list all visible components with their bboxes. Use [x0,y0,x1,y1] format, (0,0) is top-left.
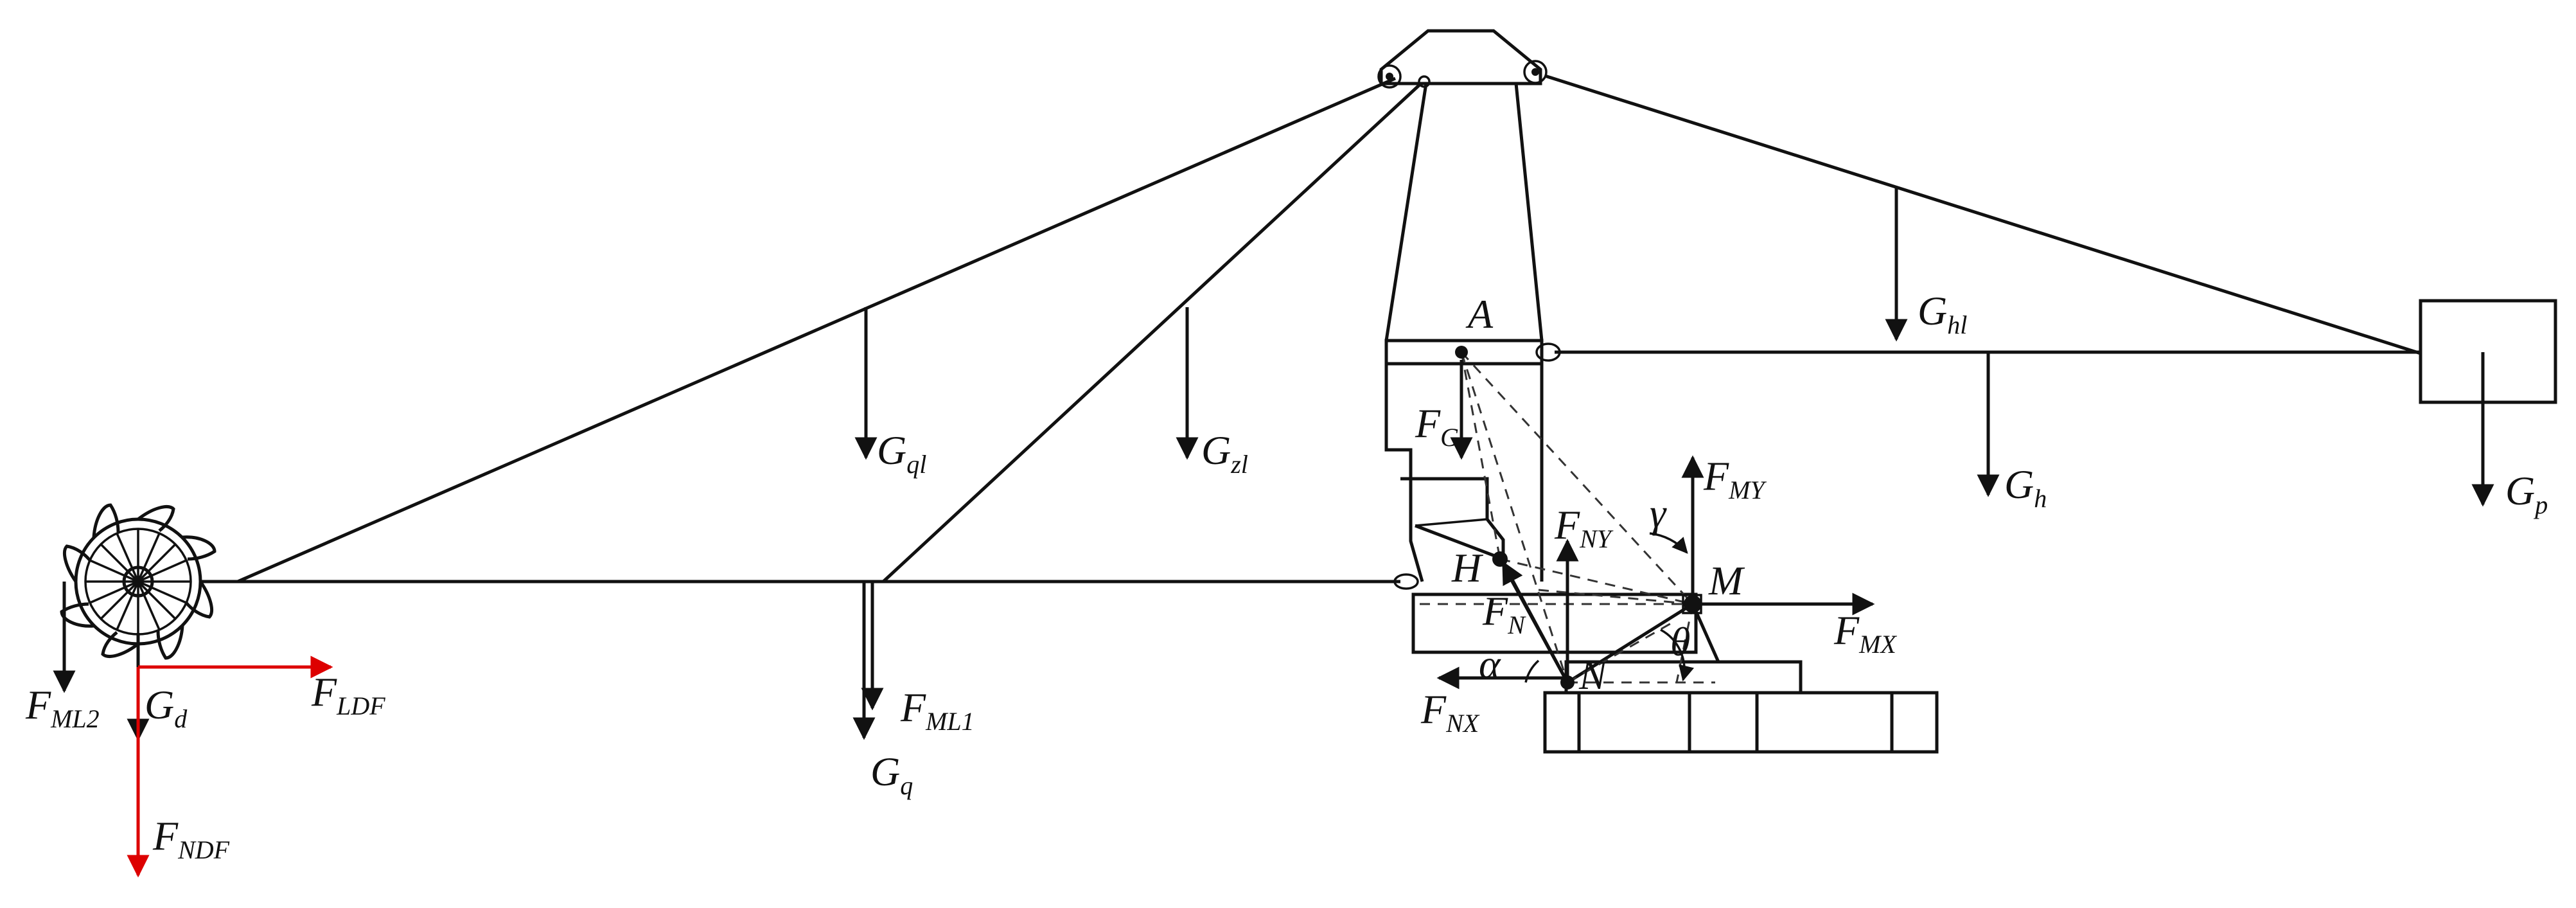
label-G-ql: Gql [877,427,926,479]
label-G-hl: Ghl [1918,288,1967,339]
label-G-q: Gq [870,749,913,800]
inner-stay-cable [882,82,1422,583]
counterweight-box [2419,299,2557,404]
bucket-wheel [60,503,216,660]
crawler-undercarriage [1543,691,1939,754]
label-F-G: FG [1415,400,1459,452]
point-A [1455,346,1468,359]
label-G-zl: Gzl [1201,427,1248,479]
label-F-MY: FMY [1703,453,1767,504]
tower-left-leg [1384,83,1428,341]
label-M: M [1708,558,1745,603]
label-G-d: Gd [145,682,188,733]
label-H: H [1451,545,1484,591]
label-A: A [1465,291,1494,337]
label-G-p: Gp [2505,468,2548,519]
label-F-MX: FMX [1833,607,1897,659]
label-F-ML1: FML1 [900,684,975,736]
bucket-wheel-buckets [60,503,216,660]
tower-right-leg [1514,83,1544,341]
label-N: N [1578,652,1609,698]
label-F-NY: FNY [1554,502,1614,553]
arrow-F-N [1501,560,1569,684]
label-G-h: Gh [2004,461,2047,513]
label-gamma: γ [1650,490,1667,536]
boom-hinge [1393,573,1419,590]
label-F-NX: FNX [1420,686,1480,738]
front-stay-cable [237,76,1396,583]
link-N-M [1566,602,1694,684]
counterweight-boom-hinge [1535,343,1561,362]
bucket-wheel-spokes [85,529,191,634]
tower [1377,29,1548,582]
label-alpha: α [1479,641,1501,687]
tower-base-beam [1384,339,1544,366]
label-theta: θ [1670,619,1690,664]
rear-stay-cable [1544,74,2421,355]
label-F-N: FN [1482,588,1526,639]
force-arrows [53,188,2494,878]
labels: FML2 Gd FLDF FNDF Gql Gzl FML1 Gq A FG H… [25,288,2548,864]
support-linkage [1420,346,1720,690]
label-F-ML2: FML2 [25,682,100,733]
tower-head [1379,29,1542,85]
upper-structure [1411,592,1698,654]
label-F-NDF: FNDF [152,813,230,864]
label-F-LDF: FLDF [311,669,385,720]
boom-structure [200,74,2421,590]
